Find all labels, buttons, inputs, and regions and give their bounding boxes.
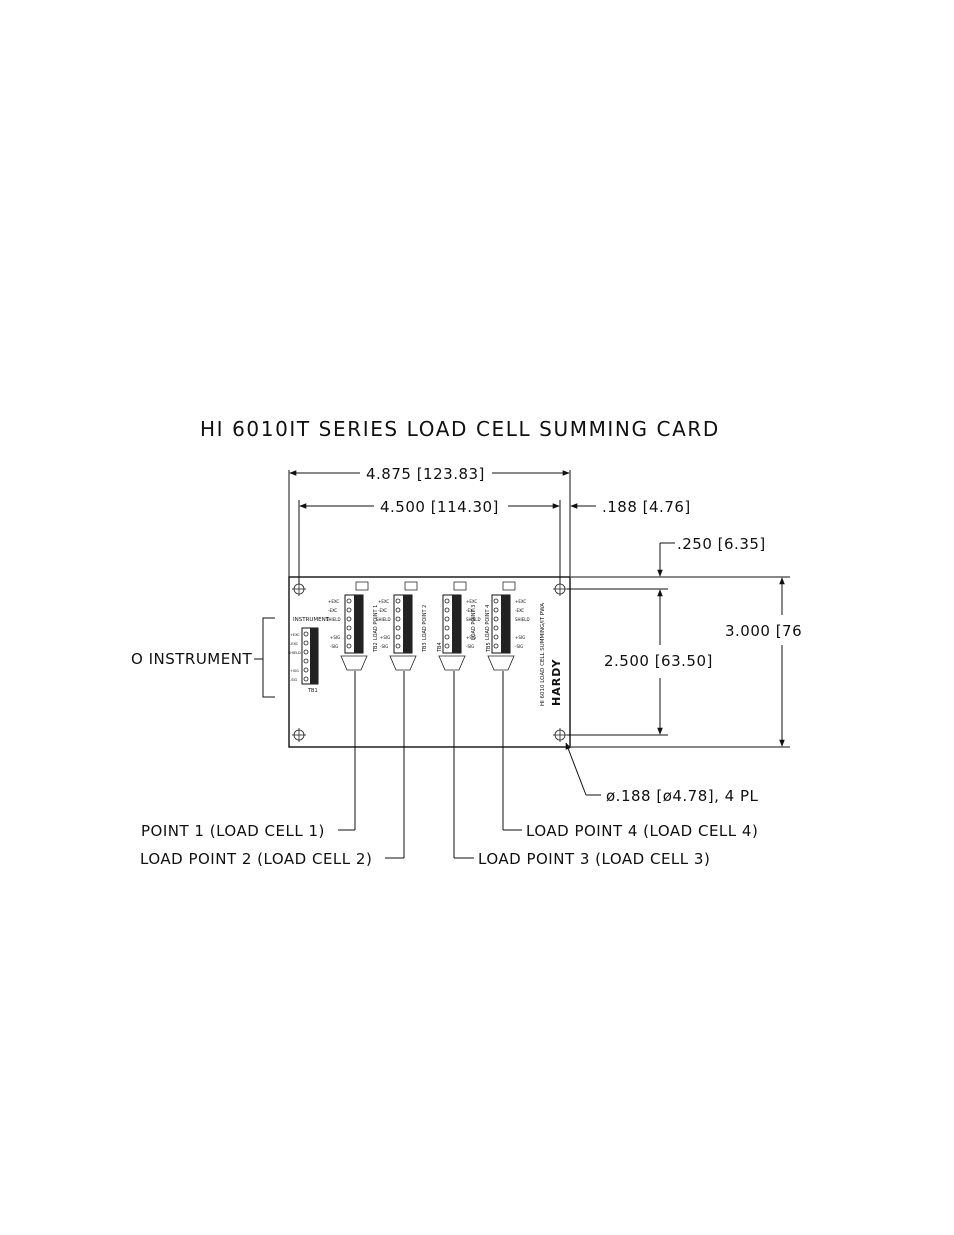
dim-hole-spacing-height: 2.500 [63.50] [604, 652, 713, 670]
tb2-label: TB2 [373, 642, 379, 653]
tb4-label: TB4 [437, 642, 443, 653]
mounting-hole-bottom-right [553, 728, 567, 742]
brand-logo: HARDY [550, 658, 563, 706]
svg-text:+SIG: +SIG [515, 635, 525, 640]
svg-text:+SIG: +SIG [466, 635, 476, 640]
terminal-block-tb3 [389, 581, 418, 671]
svg-text:+EXC: +EXC [466, 599, 477, 604]
svg-text:+SIG: +SIG [330, 635, 340, 640]
board-instrument-label: INSTRUMENT [293, 617, 330, 623]
svg-text:SHIELD: SHIELD [288, 651, 301, 655]
callout-load-point-2: LOAD POINT 2 (LOAD CELL 2) [140, 850, 372, 868]
dim-hole-spacing-width: 4.500 [114.30] [380, 498, 499, 516]
load-point-1-board-label: LOAD POINT 1 [373, 605, 379, 640]
svg-text:-EXC: -EXC [290, 642, 299, 646]
svg-text:SHIELD: SHIELD [376, 617, 391, 622]
pin-labels-tb4: +EXC -EXC SHIELD +SIG -SIG [466, 599, 481, 649]
pin-labels-tb2: +EXC -EXC SHIELD +SIG -SIG [326, 599, 341, 649]
svg-text:-EXC: -EXC [466, 608, 475, 613]
circuit-board [288, 576, 571, 748]
svg-text:SHIELD: SHIELD [466, 617, 481, 622]
load-point-3-board-label: LOAD POINT 3 [471, 605, 477, 640]
svg-text:+SIG: +SIG [290, 669, 299, 673]
pin-labels-tb1: +EXC -EXC SHIELD +SIG -SIG [288, 633, 301, 682]
load-point-2-board-label: LOAD POINT 2 [422, 605, 428, 640]
svg-text:SHIELD: SHIELD [515, 617, 530, 622]
terminal-block-tb2 [340, 581, 369, 671]
load-point-4-board-label: LOAD POINT 4 [485, 605, 491, 640]
svg-text:-EXC: -EXC [378, 608, 387, 613]
pwa-label: HI 6010 LOAD CELL SUMMING/IT PWA [540, 603, 546, 706]
svg-text:-SIG: -SIG [466, 644, 474, 649]
pin-labels-tb3: +EXC -EXC SHIELD +SIG -SIG [376, 599, 391, 649]
svg-text:+SIG: +SIG [380, 635, 390, 640]
dim-overall-height: 3.000 [76 [725, 622, 802, 640]
svg-text:-SIG: -SIG [515, 644, 523, 649]
callout-instrument: O INSTRUMENT [131, 650, 252, 668]
terminal-block-tb4 [438, 581, 467, 671]
callout-load-point-1: POINT 1 (LOAD CELL 1) [141, 822, 325, 840]
dim-edge-offset-x: .188 [4.76] [602, 498, 691, 516]
terminal-block-tb1 [301, 627, 319, 685]
dim-edge-offset-y: .250 [6.35] [677, 535, 766, 553]
svg-text:-SIG: -SIG [330, 644, 338, 649]
pin-labels-tb5: +EXC -EXC SHIELD +SIG -SIG [515, 599, 530, 649]
callout-load-point-3: LOAD POINT 3 (LOAD CELL 3) [478, 850, 710, 868]
svg-text:SHIELD: SHIELD [326, 617, 341, 622]
callout-load-point-4: LOAD POINT 4 (LOAD CELL 4) [526, 822, 758, 840]
svg-text:-EXC: -EXC [515, 608, 524, 613]
svg-text:+EXC: +EXC [290, 633, 300, 637]
svg-text:-SIG: -SIG [380, 644, 388, 649]
tb5-label: TB5 [486, 642, 492, 653]
svg-text:+EXC: +EXC [378, 599, 389, 604]
svg-text:-SIG: -SIG [290, 678, 298, 682]
dim-hole-diameter: ø.188 [ø4.78], 4 PL [606, 787, 759, 805]
drawing-title: HI 6010IT SERIES LOAD CELL SUMMING CARD [200, 417, 720, 441]
terminal-block-tb5 [487, 581, 516, 671]
dim-overall-width: 4.875 [123.83] [366, 465, 485, 483]
mounting-hole-bottom-left [292, 728, 306, 742]
svg-text:+EXC: +EXC [328, 599, 339, 604]
tb3-label: TB3 [422, 642, 428, 653]
svg-text:+EXC: +EXC [515, 599, 526, 604]
svg-text:-EXC: -EXC [328, 608, 337, 613]
tb1-label: TB1 [307, 688, 318, 694]
